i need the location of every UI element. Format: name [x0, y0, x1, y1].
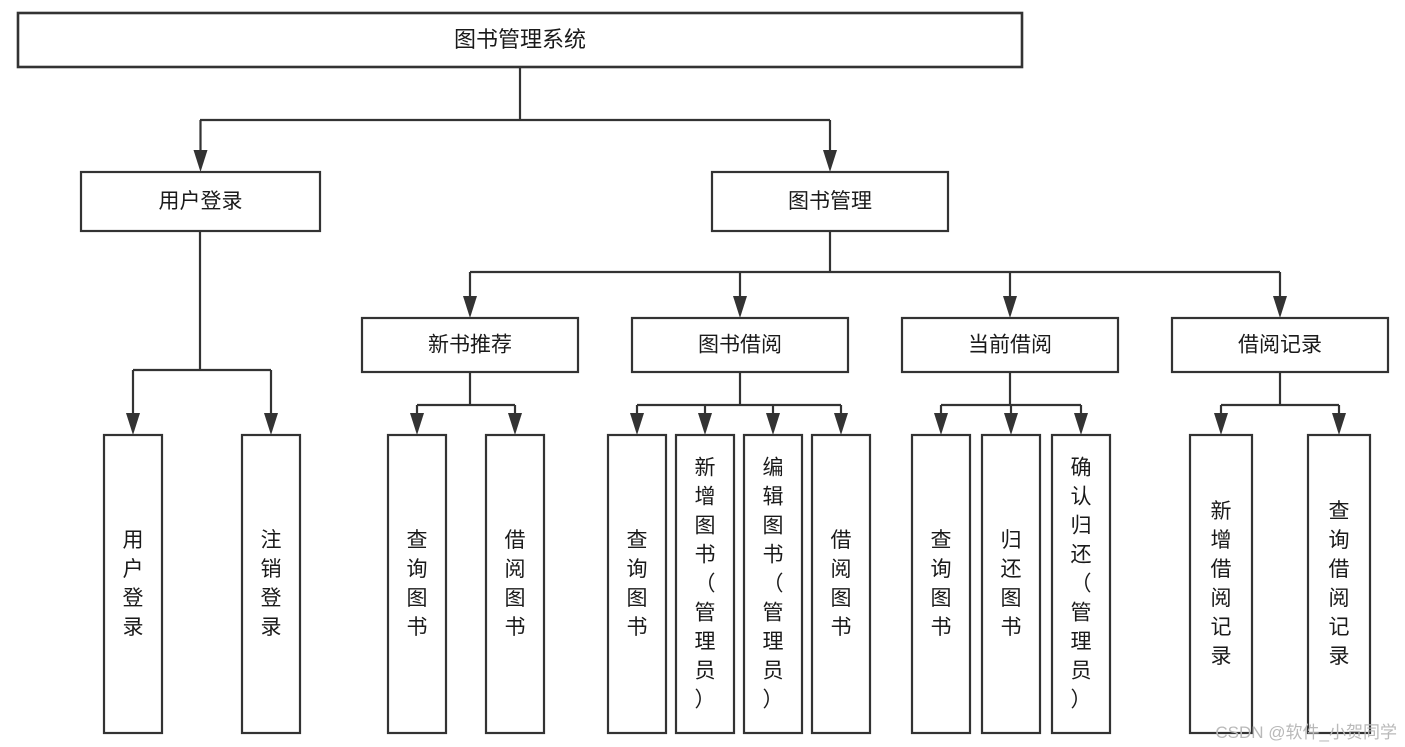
node-box[interactable]	[630, 316, 850, 374]
node-label: 注销登录	[261, 529, 282, 639]
node-leaf-return-book[interactable]: 归还图书	[980, 433, 1042, 735]
node-box[interactable]	[900, 316, 1120, 374]
node-user-login[interactable]: 用户登录	[79, 170, 322, 233]
arrow-down-icon	[1074, 413, 1088, 435]
connector-bus-borrow-record	[1221, 372, 1339, 407]
node-label: 图书管理系统	[454, 27, 586, 52]
node-label: 用户登录	[123, 529, 144, 639]
node-box[interactable]	[1188, 433, 1254, 735]
arrow-down-icon	[264, 413, 278, 435]
node-label: 借阅记录	[1238, 334, 1322, 357]
node-label: 新增图书（管理员）	[695, 456, 716, 711]
connector-bus-current-borrow	[941, 372, 1081, 407]
arrow-down-icon	[1273, 296, 1287, 318]
arrow-down-icon	[1004, 413, 1018, 435]
arrow-down-icon	[410, 413, 424, 435]
arrow-down-icon	[823, 150, 837, 172]
node-box[interactable]	[240, 433, 302, 735]
node-current-borrow[interactable]: 当前借阅	[900, 316, 1120, 374]
arrow-down-icon	[1214, 413, 1228, 435]
node-leaf-add-book[interactable]: 新增图书（管理员）	[674, 433, 736, 735]
node-box[interactable]	[810, 433, 872, 735]
node-leaf-confirm-return[interactable]: 确认归还（管理员）	[1050, 433, 1112, 735]
node-label: 查询图书	[407, 529, 428, 639]
node-leaf-query-record[interactable]: 查询借阅记录	[1306, 433, 1372, 735]
csdn-watermark: CSDN @软件_小贺同学	[1215, 723, 1397, 742]
arrow-down-icon	[766, 413, 780, 435]
node-root[interactable]: 图书管理系统	[16, 11, 1024, 69]
node-label: 编辑图书（管理员）	[763, 456, 784, 711]
drops-bus-book-borrow	[630, 405, 848, 435]
node-box[interactable]	[1170, 316, 1390, 374]
node-box[interactable]	[484, 433, 546, 735]
node-box[interactable]	[1050, 433, 1112, 735]
arrow-down-icon	[698, 413, 712, 435]
node-book-borrow[interactable]: 图书借阅	[630, 316, 850, 374]
node-boxes-layer: 图书管理系统用户登录图书管理新书推荐图书借阅当前借阅借阅记录用户登录注销登录查询…	[16, 11, 1390, 735]
arrow-down-icon	[1332, 413, 1346, 435]
node-leaf-query-book-b[interactable]: 查询图书	[606, 433, 668, 735]
node-box[interactable]	[386, 433, 448, 735]
drops-bus-user-login	[126, 370, 278, 435]
node-leaf-add-record[interactable]: 新增借阅记录	[1188, 433, 1254, 735]
node-box[interactable]	[742, 433, 804, 735]
node-label: 当前借阅	[968, 334, 1052, 357]
arrow-down-icon	[934, 413, 948, 435]
node-label: 借阅图书	[505, 529, 526, 639]
node-leaf-query-book-c[interactable]: 查询图书	[910, 433, 972, 735]
node-label: 确认归还（管理员）	[1071, 456, 1092, 711]
drops-bus-book-manage	[463, 272, 1287, 318]
node-label: 新书推荐	[428, 334, 512, 357]
node-leaf-user-login[interactable]: 用户登录	[102, 433, 164, 735]
arrow-down-icon	[733, 296, 747, 318]
drops-bus-borrow-record	[1214, 405, 1346, 435]
node-box[interactable]	[710, 170, 950, 233]
connector-bus-user-login	[133, 231, 271, 372]
node-box[interactable]	[1306, 433, 1372, 735]
drops-bus-new-book	[410, 405, 522, 435]
node-box[interactable]	[16, 11, 1024, 69]
arrow-down-icon	[463, 296, 477, 318]
arrow-down-icon	[508, 413, 522, 435]
connector-bus-new-book	[417, 372, 515, 407]
connector-bus-book-borrow	[637, 372, 841, 407]
drops-bus-root	[193, 120, 837, 172]
node-box[interactable]	[102, 433, 164, 735]
node-label: 用户登录	[159, 190, 243, 213]
node-box[interactable]	[606, 433, 668, 735]
drops-bus-current-borrow	[934, 405, 1088, 435]
node-leaf-borrow-book-b[interactable]: 借阅图书	[810, 433, 872, 735]
arrow-down-icon	[834, 413, 848, 435]
node-leaf-borrow-book-a[interactable]: 借阅图书	[484, 433, 546, 735]
node-new-book-recommend[interactable]: 新书推荐	[360, 316, 580, 374]
arrow-down-icon	[193, 150, 208, 172]
node-label: 图书管理	[788, 190, 872, 213]
node-label: 查询图书	[931, 529, 952, 639]
node-label: 图书借阅	[698, 334, 782, 357]
node-borrow-record[interactable]: 借阅记录	[1170, 316, 1390, 374]
arrow-down-icon	[1003, 296, 1017, 318]
node-box[interactable]	[910, 433, 972, 735]
node-box[interactable]	[79, 170, 322, 233]
node-label: 借阅图书	[831, 529, 852, 639]
node-box[interactable]	[980, 433, 1042, 735]
node-label: 新增借阅记录	[1211, 500, 1232, 668]
node-box[interactable]	[360, 316, 580, 374]
node-leaf-edit-book[interactable]: 编辑图书（管理员）	[742, 433, 804, 735]
node-box[interactable]	[674, 433, 736, 735]
node-label: 查询借阅记录	[1329, 500, 1350, 668]
connector-bus-root	[200, 67, 830, 122]
arrow-down-icon	[126, 413, 140, 435]
node-book-manage[interactable]: 图书管理	[710, 170, 950, 233]
node-leaf-logout[interactable]: 注销登录	[240, 433, 302, 735]
node-leaf-query-book-a[interactable]: 查询图书	[386, 433, 448, 735]
node-label: 归还图书	[1001, 529, 1022, 639]
node-label: 查询图书	[627, 529, 648, 639]
connector-bus-book-manage	[470, 231, 1280, 274]
connector-links-layer	[126, 67, 1346, 435]
arrow-down-icon	[630, 413, 644, 435]
